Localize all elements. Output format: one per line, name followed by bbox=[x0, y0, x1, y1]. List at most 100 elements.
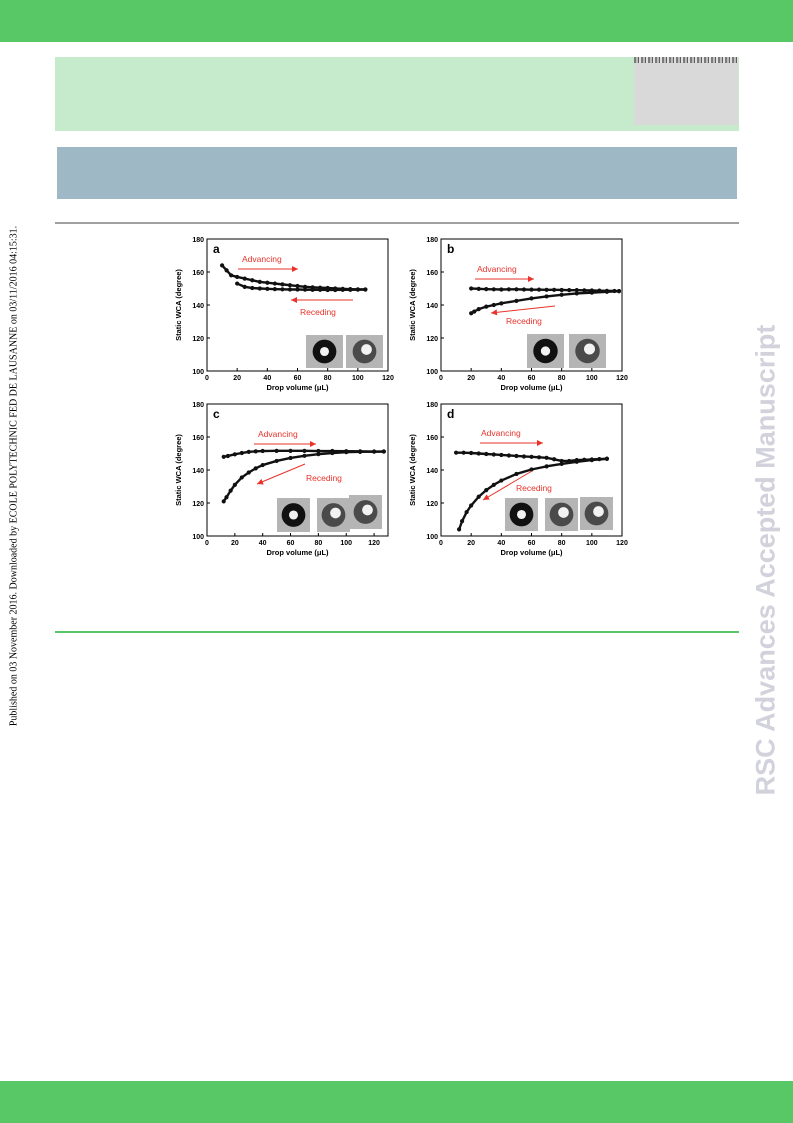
data-segment bbox=[590, 457, 609, 462]
x-tick-label: 40 bbox=[259, 540, 267, 547]
data-segment bbox=[261, 459, 278, 467]
receding-label: Receding bbox=[516, 483, 552, 493]
receding-label: Receding bbox=[306, 473, 342, 483]
x-tick-label: 100 bbox=[352, 375, 364, 382]
droplet-photo bbox=[306, 335, 343, 368]
advancing-arrowhead bbox=[310, 441, 316, 447]
y-tick-label: 180 bbox=[192, 402, 204, 409]
data-segment bbox=[590, 290, 609, 294]
publication-side-note-text: Published on 03 November 2016. Downloade… bbox=[8, 225, 20, 727]
x-tick-label: 120 bbox=[616, 540, 628, 547]
data-point bbox=[469, 311, 474, 316]
data-segment bbox=[331, 450, 348, 455]
droplet-highlight bbox=[288, 510, 299, 520]
receding-arrowhead bbox=[257, 478, 264, 485]
x-tick-label: 100 bbox=[586, 540, 598, 547]
data-segment bbox=[303, 452, 320, 458]
droplet-photo bbox=[580, 497, 613, 530]
droplet-highlight bbox=[361, 344, 372, 355]
y-tick-label: 120 bbox=[426, 501, 438, 508]
x-tick-label: 0 bbox=[439, 375, 443, 382]
y-tick-label: 120 bbox=[192, 336, 204, 343]
x-tick-label: 60 bbox=[528, 540, 536, 547]
article-title-box bbox=[57, 147, 737, 199]
droplet-highlight bbox=[583, 343, 596, 355]
data-segment bbox=[545, 293, 563, 298]
x-tick-label: 0 bbox=[205, 375, 209, 382]
journal-logo-placeholder bbox=[634, 57, 738, 125]
x-tick-label: 100 bbox=[340, 540, 352, 547]
x-axis-label: Drop volume (μL) bbox=[266, 383, 329, 392]
y-tick-label: 140 bbox=[192, 303, 204, 310]
droplet-photo bbox=[317, 498, 350, 532]
receding-arrowhead bbox=[291, 297, 297, 303]
y-tick-label: 160 bbox=[426, 270, 438, 277]
droplet-highlight bbox=[362, 504, 373, 516]
data-series bbox=[235, 281, 368, 293]
data-segment bbox=[560, 460, 578, 466]
y-tick-label: 120 bbox=[192, 501, 204, 508]
x-tick-label: 40 bbox=[263, 375, 271, 382]
x-tick-label: 0 bbox=[205, 540, 209, 547]
x-tick-label: 40 bbox=[497, 375, 505, 382]
x-axis-label: Drop volume (μL) bbox=[500, 383, 563, 392]
data-segment bbox=[545, 462, 563, 468]
panel-letter: c bbox=[213, 407, 220, 421]
y-tick-label: 140 bbox=[426, 468, 438, 475]
data-segment bbox=[515, 297, 533, 303]
data-segment bbox=[289, 454, 306, 460]
y-tick-label: 100 bbox=[426, 534, 438, 541]
x-axis-label: Drop volume (μL) bbox=[500, 548, 563, 557]
receding-arrowhead bbox=[483, 494, 490, 500]
advancing-arrowhead bbox=[537, 440, 543, 446]
droplet-highlight bbox=[319, 346, 330, 357]
x-tick-label: 80 bbox=[314, 540, 322, 547]
droplet-highlight bbox=[330, 507, 341, 519]
data-point bbox=[235, 281, 240, 286]
data-segment bbox=[575, 458, 594, 463]
y-tick-label: 120 bbox=[426, 336, 438, 343]
receding-label: Receding bbox=[506, 316, 542, 326]
droplet-photo bbox=[545, 498, 578, 531]
data-segment bbox=[575, 291, 594, 295]
y-axis-label: Static WCA (degree) bbox=[408, 269, 417, 341]
advancing-arrowhead bbox=[292, 266, 298, 272]
advancing-label: Advancing bbox=[258, 429, 298, 439]
droplet-photo bbox=[277, 498, 310, 532]
x-tick-label: 80 bbox=[324, 375, 332, 382]
y-tick-label: 100 bbox=[192, 534, 204, 541]
y-tick-label: 180 bbox=[426, 402, 438, 409]
advancing-arrowhead bbox=[528, 276, 534, 282]
y-tick-label: 100 bbox=[426, 369, 438, 376]
x-tick-label: 20 bbox=[467, 375, 475, 382]
droplet-photo bbox=[527, 334, 564, 368]
x-tick-label: 120 bbox=[368, 540, 380, 547]
x-tick-label: 60 bbox=[294, 375, 302, 382]
droplet-photo bbox=[505, 498, 538, 531]
panel-letter: d bbox=[447, 407, 454, 421]
watermark-text: RSC Advances Accepted Manuscript bbox=[750, 324, 781, 796]
y-axis-label: Static WCA (degree) bbox=[174, 434, 183, 506]
data-series bbox=[469, 289, 622, 316]
y-tick-label: 100 bbox=[192, 369, 204, 376]
data-segment bbox=[515, 468, 533, 476]
y-axis-label: Static WCA (degree) bbox=[408, 434, 417, 506]
data-segment bbox=[560, 292, 578, 296]
x-tick-label: 80 bbox=[558, 375, 566, 382]
x-axis-label: Drop volume (μL) bbox=[266, 548, 329, 557]
x-tick-label: 60 bbox=[528, 375, 536, 382]
data-segment bbox=[500, 472, 518, 482]
journal-header-box bbox=[55, 57, 739, 131]
receding-label: Receding bbox=[300, 307, 336, 317]
y-tick-label: 160 bbox=[192, 435, 204, 442]
data-segment bbox=[275, 456, 292, 463]
footer-divider bbox=[55, 631, 739, 633]
data-series bbox=[221, 449, 386, 504]
panel-letter: b bbox=[447, 242, 454, 256]
panel-letter: a bbox=[213, 242, 220, 256]
y-tick-label: 140 bbox=[192, 468, 204, 475]
